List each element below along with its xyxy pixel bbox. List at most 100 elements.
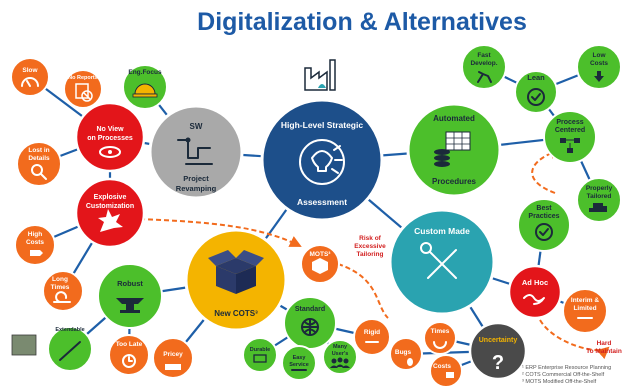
price-tag-icon (30, 250, 43, 256)
rigid-node[interactable]: Rigid (353, 318, 391, 356)
lean-node[interactable]: Lean (514, 70, 558, 114)
ad-hoc-label: Ad Hoc (522, 278, 548, 287)
low-costs-node[interactable]: Low Costs (576, 44, 622, 90)
robust-node[interactable]: Robust (97, 263, 163, 329)
best-practices-node[interactable]: Best Practices (517, 198, 571, 252)
slow-label: Slow (22, 67, 38, 74)
wrench-screwdriver-icon (420, 242, 457, 279)
fast-label: Fast (477, 52, 491, 59)
lean-check-icon (527, 88, 545, 106)
anvil-icon (116, 298, 144, 313)
develop-label: Develop. (470, 60, 497, 67)
question-mark-icon: ? (492, 352, 504, 374)
mots-node[interactable]: MOTS³ (300, 244, 340, 284)
costs-label: Costs (433, 363, 451, 370)
risk-annotation: Risk of Excessive Tailoring (354, 235, 386, 258)
ad-hoc-node[interactable]: Ad Hoc (507, 264, 563, 320)
durable-node[interactable]: Durable (242, 337, 278, 373)
bugs-label: Bugs (395, 349, 412, 356)
extendable-node[interactable]: Extendable (47, 326, 93, 372)
users-label: User's (332, 351, 349, 357)
risk-line1: Risk of (359, 235, 382, 242)
snail-icon (53, 291, 71, 303)
flowchart-icon (560, 138, 580, 153)
properly-label: Properly (586, 185, 613, 192)
battery-icon (253, 354, 267, 363)
hard-line1: Hard (597, 340, 612, 347)
footnote-1: ¹ ERP Enterprise Resource Planning (522, 365, 611, 371)
no-view-node[interactable]: No View on Processes (74, 101, 146, 173)
pricey-node[interactable]: Pricey (152, 337, 194, 379)
rigid-label: Rigid (364, 329, 380, 336)
long-label: Long (52, 276, 68, 283)
site-photo (11, 334, 37, 356)
scribble-icon (523, 294, 545, 305)
costs-right-node[interactable]: Costs (429, 354, 463, 388)
practices-label: Practices (528, 213, 559, 220)
properly-tailored-node[interactable]: Properly Tailored (576, 177, 622, 223)
uncertainty-label: Uncertainty (479, 337, 518, 344)
open-box-icon (208, 250, 264, 294)
interim-limited-node[interactable]: Interim & Limited (562, 288, 608, 334)
pricey-label: Pricey (163, 351, 183, 358)
extendable-label: Extendable (55, 327, 84, 333)
easy-label: Easy (293, 355, 307, 361)
slow-node[interactable]: Slow (10, 57, 50, 97)
high-costs-left-node[interactable]: High Costs (14, 224, 56, 266)
standard-label: Standard (295, 306, 325, 313)
many-users-node[interactable]: Many User's (322, 339, 358, 375)
no-report-icon (75, 83, 93, 102)
times-node[interactable]: Times (423, 321, 457, 355)
factory-icon (304, 59, 336, 91)
limited-label: Limited (573, 305, 596, 312)
fast-develop-node[interactable]: Fast Develop. (461, 44, 507, 90)
robust-label: Robust (117, 279, 143, 288)
automated-procedures-node[interactable]: Automated Procedures (406, 102, 502, 198)
process-centered-node[interactable]: Process Centered (543, 110, 597, 164)
hard-annotation: Hard To Maintain (586, 340, 622, 355)
no-view-icon (99, 146, 121, 158)
pipes-icon (177, 137, 213, 165)
lost-label: Lost in (28, 147, 49, 154)
custom-made-node[interactable]: Custom Made (388, 208, 496, 316)
uncertainty-node[interactable]: Uncertainty ? (468, 321, 528, 381)
footnote-2: ² COTS Commercial Off-the-Shelf (522, 372, 605, 378)
standard-node[interactable]: Standard (283, 296, 337, 350)
bugs-node[interactable]: Bugs (389, 337, 423, 371)
long-times-node[interactable]: Long Times (42, 270, 84, 312)
too-late-label: Too Late (116, 341, 143, 348)
high-label: High (28, 231, 42, 238)
sewing-machine-icon (589, 203, 607, 212)
tailored-label: Tailored (587, 193, 612, 200)
eng-focus-node[interactable]: Eng.Focus (122, 64, 168, 110)
badge-check-icon (535, 223, 553, 241)
sw-label: SW (190, 122, 203, 131)
lost-in-details-node[interactable]: Lost in Details (16, 141, 62, 187)
explosive-customization-node[interactable]: Explosive Customization (74, 177, 146, 249)
footnote-3: ³ MOTS Modified Off-the-Shelf (522, 379, 597, 385)
eng-focus-label: Eng.Focus (128, 69, 162, 76)
new-cots-label: New COTS³ (214, 309, 258, 318)
lean-label: Lean (527, 73, 545, 82)
hub-node[interactable]: High-Level Strategic Assessment (260, 98, 384, 222)
sw-project-revamping-node[interactable]: SW Project Revamping (148, 104, 244, 200)
sw-label-line2: Project (183, 174, 209, 183)
easy-service-node[interactable]: Easy Service (281, 345, 317, 381)
runner-icon (477, 71, 492, 83)
down-arrow-icon (594, 71, 604, 82)
high-costs-label: Costs (26, 239, 44, 246)
explosive-label-line2: Customization (86, 203, 134, 210)
new-cots-node[interactable]: New COTS³ (184, 228, 288, 332)
magnifier-icon (31, 164, 47, 180)
extend-icon (59, 341, 81, 361)
sw-label-line3: Revamping (176, 184, 217, 193)
explosion-icon (98, 209, 123, 232)
explosive-label: Explosive (94, 194, 127, 201)
procedures-label: Procedures (432, 177, 477, 186)
hard-hat-icon (132, 83, 158, 98)
too-late-node[interactable]: Too Late (108, 334, 150, 376)
best-label: Best (536, 205, 552, 212)
no-reports-node[interactable]: No Reports (63, 69, 103, 109)
durable-label: Durable (250, 347, 270, 353)
